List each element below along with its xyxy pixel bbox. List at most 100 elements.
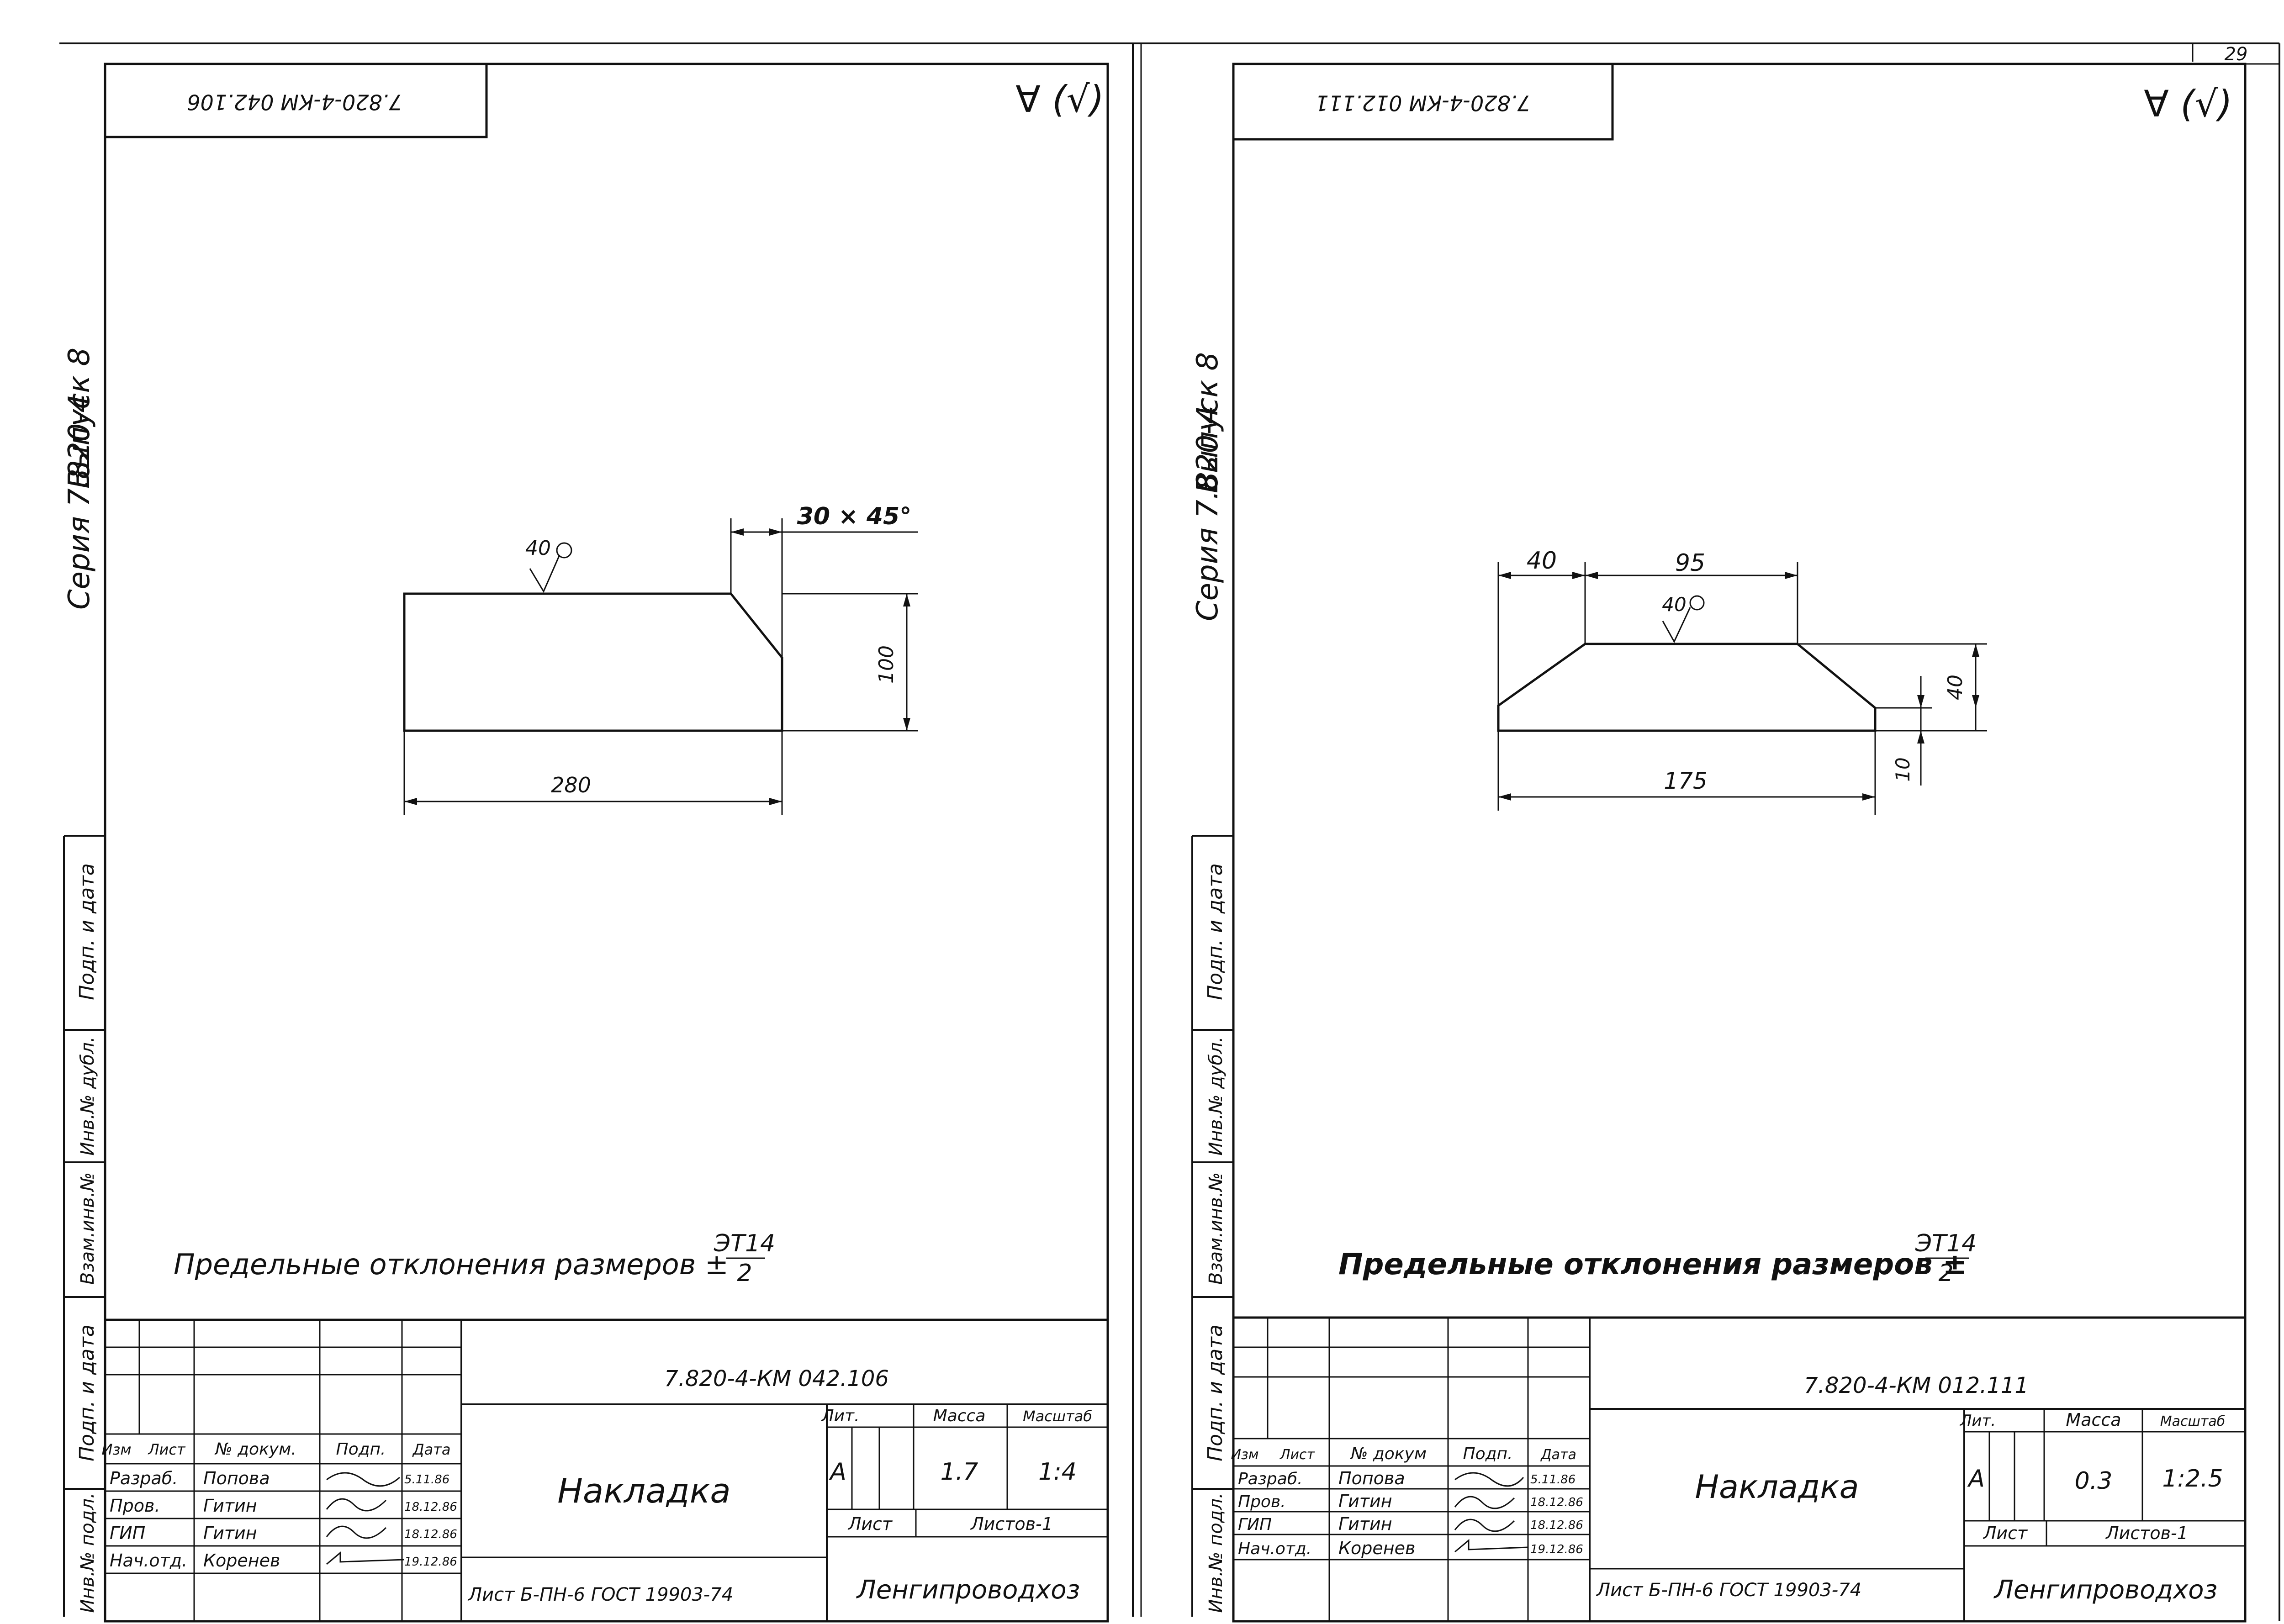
roughness-value: 40 (1662, 593, 1686, 616)
tb-person: Коренев (203, 1550, 280, 1571)
tb-lit-value: А (1967, 1465, 1985, 1492)
roughness-mark-icon: ∀ (√) (2144, 83, 2232, 125)
side-stamp-label: Подп. и дата (75, 863, 99, 1000)
sheet-left: 7.820-4-КМ 042.106 ∀ (√) Серия 7.820-4 В… (63, 63, 1109, 1623)
signature-icon (326, 1551, 405, 1565)
tb-date: 5.11.86 (404, 1473, 449, 1487)
tb-sheet-label: Лист (847, 1514, 893, 1534)
tb-sheets-label: Листов-1 (2105, 1523, 2188, 1543)
tb-person: Гитин (203, 1523, 257, 1543)
side-stamp-label: Инв.№ дубл. (1205, 1037, 1227, 1156)
part-outline (1497, 643, 1877, 732)
tb-role: ГИП (110, 1523, 145, 1543)
height-dimension: 100 (875, 645, 898, 684)
tolerance-note: Предельные отклонения размеров ± (174, 1248, 729, 1281)
tb-date: 18.12.86 (404, 1500, 457, 1514)
series-note: Серия 7.820-4 (63, 394, 96, 610)
tb-head: № докум. (214, 1440, 296, 1459)
stamp-box (104, 63, 488, 138)
issue-note: Выпуск 8 (63, 348, 96, 489)
tb-head: Изм (1231, 1447, 1258, 1463)
tb-head: Изм (101, 1441, 131, 1458)
tb-role: Разраб. (110, 1468, 178, 1488)
tb-part-name: Накладка (1695, 1468, 1859, 1506)
tb-mass-label: Масса (2066, 1410, 2121, 1430)
roughness-mark-icon: ∀ (√) (1015, 78, 1104, 121)
page-number: 29 (2225, 44, 2248, 65)
roughness-check-icon (529, 554, 560, 593)
tb-date: 18.12.86 (404, 1528, 457, 1541)
tb-role: ГИП (1238, 1515, 1272, 1534)
tb-person: Гитин (1338, 1491, 1392, 1511)
tb-scale-value: 1:4 (1038, 1458, 1077, 1486)
side-stamp-label: Подп. и дата (75, 1324, 99, 1461)
signature-icon (1454, 1496, 1515, 1509)
stamp-code: 7.820-4-КМ 012.111 (1315, 91, 1530, 116)
tb-date: 19.12.86 (404, 1555, 457, 1569)
side-stamp-label: Подп. и дата (1204, 863, 1227, 1000)
tb-date: 5.11.86 (1530, 1473, 1576, 1487)
side-stamp-label: Подп. и дата (1204, 1324, 1227, 1461)
height-dimension: 40 (1944, 675, 1967, 700)
tb-organization: Ленгипроводхоз (1993, 1575, 2218, 1605)
tb-head: № докум (1350, 1445, 1427, 1463)
issue-note: Выпуск 8 (1191, 352, 1225, 493)
left-top-dimension: 40 (1527, 547, 1557, 575)
series-note: Серия 7.820-4 (1191, 406, 1225, 621)
chamfer-dimension: 30 × 45° (797, 503, 912, 530)
tb-person: Попова (203, 1468, 270, 1488)
signature-icon (326, 1498, 387, 1512)
tb-scale-label: Масштаб (1023, 1408, 1092, 1425)
edge-dimension: 10 (1892, 757, 1914, 781)
tolerance-note: Предельные отклонения размеров ± (1338, 1248, 1967, 1281)
tb-lit-value: А (829, 1458, 846, 1486)
stamp-code: 7.820-4-КМ 042.106 (187, 90, 402, 115)
length-dimension: 280 (551, 773, 591, 797)
top-dimension: 95 (1675, 549, 1705, 577)
tb-scale-value: 1:2.5 (2162, 1465, 2223, 1492)
title-block: Изм Лист № докум. Подп. Дата Разраб. Поп… (101, 1318, 1108, 1621)
tb-organization: Ленгипроводхоз (856, 1575, 1080, 1605)
tolerance-denominator: 2 (1938, 1260, 1953, 1287)
tb-material: Лист Б-ПН-6 ГОСТ 19903-74 (1596, 1580, 1861, 1601)
side-stamp-label: Взам.инв.№ (1205, 1172, 1227, 1285)
tb-part-name: Накладка (557, 1471, 731, 1511)
roughness-check-icon (1662, 607, 1691, 643)
part-outline (403, 592, 783, 732)
tb-person: Попова (1338, 1468, 1405, 1488)
tb-head: Дата (1540, 1447, 1576, 1463)
side-stamp-label: Инв.№ дубл. (77, 1037, 98, 1156)
tb-designation: 7.820-4-КМ 012.111 (1804, 1373, 2029, 1398)
tb-scale-label: Масштаб (2160, 1413, 2226, 1429)
tb-mass-value: 1.7 (941, 1458, 978, 1486)
roughness-value: 40 (525, 537, 551, 560)
tb-role: Нач.отд. (110, 1550, 187, 1571)
tb-designation: 7.820-4-КМ 042.106 (664, 1366, 889, 1392)
side-stamp-label: Инв.№ подл. (77, 1492, 98, 1613)
tb-date: 18.12.86 (1530, 1519, 1583, 1532)
title-block: Изм Лист № докум Подп. Дата Разраб. Попо… (1231, 1316, 2245, 1621)
tb-role: Разраб. (1238, 1470, 1302, 1488)
tb-role: Пров. (110, 1496, 160, 1516)
tb-mass-value: 0.3 (2075, 1467, 2113, 1495)
signature-icon (1454, 1539, 1528, 1553)
tb-head: Дата (412, 1441, 451, 1458)
sheet-right: 7.820-4-КМ 012.111 ∀ (√) Серия 7.820-4 В… (1191, 43, 2280, 1623)
signature-icon (1454, 1472, 1524, 1487)
sheet-frame (1232, 63, 2247, 1623)
tb-role: Нач.отд. (1238, 1540, 1311, 1558)
tb-role: Пров. (1238, 1492, 1286, 1511)
signature-icon (1454, 1519, 1515, 1532)
tb-lit-label: Лит. (1959, 1412, 1996, 1430)
sheet-frame (104, 63, 1109, 1623)
signature-icon (326, 1472, 400, 1487)
tb-head: Лист (1279, 1447, 1316, 1463)
tolerance-numerator: ЭТ14 (1915, 1230, 1977, 1257)
tb-sheet-label: Лист (1983, 1523, 2028, 1543)
tb-person: Гитин (1338, 1514, 1392, 1534)
tb-mass-label: Масса (933, 1407, 986, 1425)
tb-head: Подп. (336, 1440, 386, 1459)
tb-date: 19.12.86 (1530, 1543, 1583, 1556)
side-stamp-label: Взам.инв.№ (77, 1172, 98, 1285)
length-dimension: 175 (1664, 768, 1707, 794)
